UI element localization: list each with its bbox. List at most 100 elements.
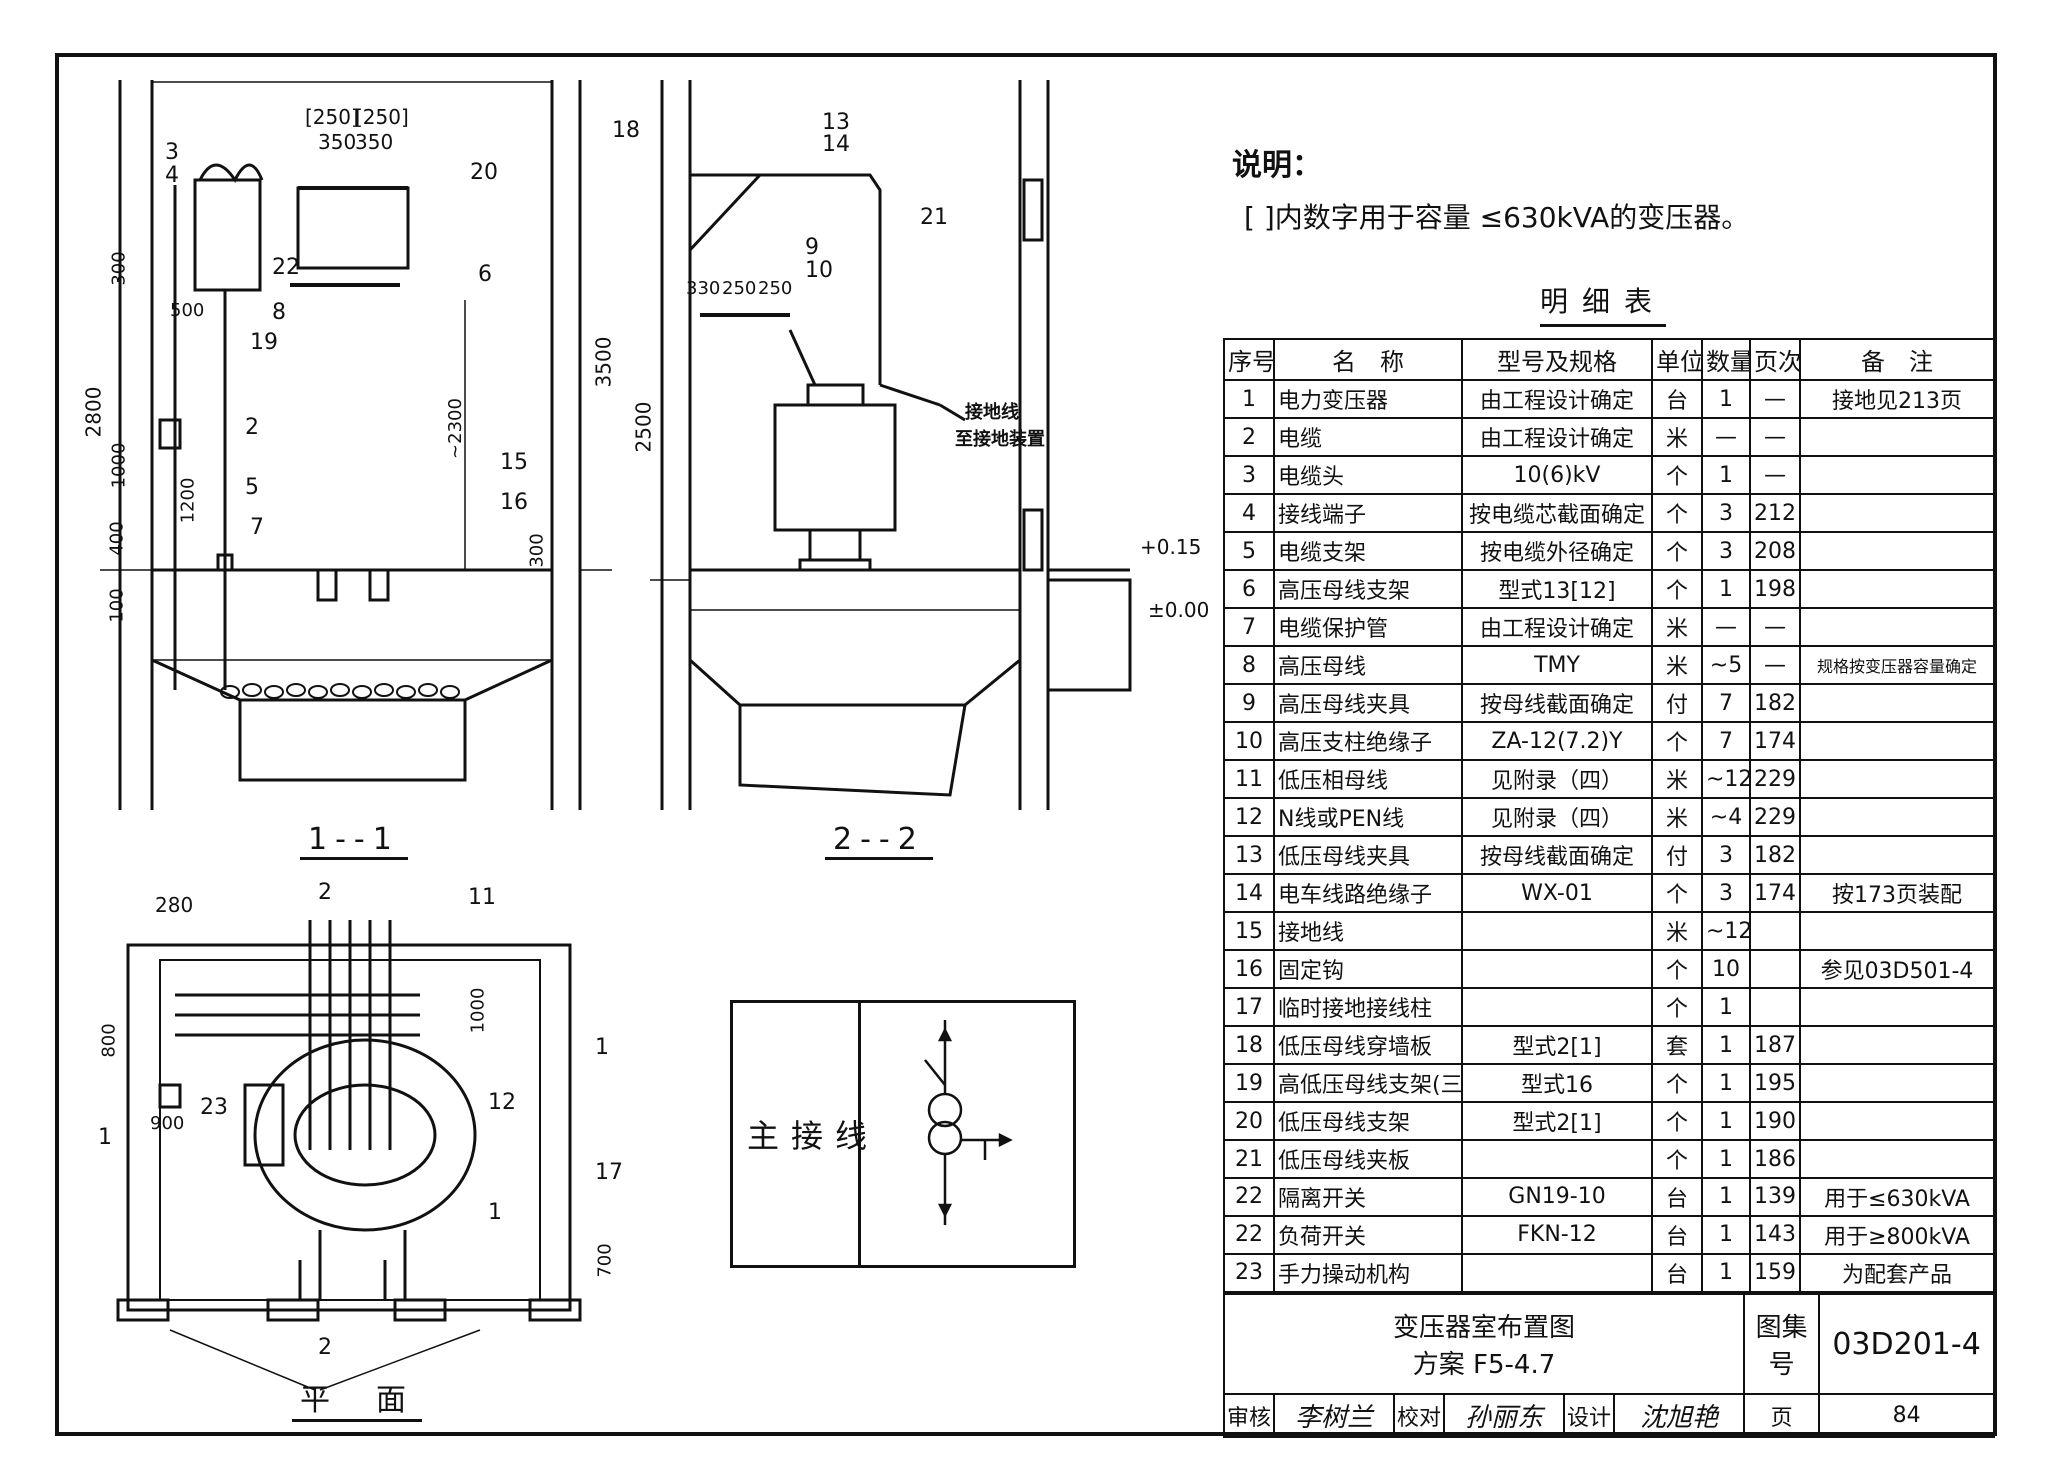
cell: 负荷开关 <box>1273 1214 1463 1255</box>
cell: N线或PEN线 <box>1273 797 1463 838</box>
cell: 3 <box>1223 455 1275 496</box>
cell: 187 <box>1749 1025 1801 1066</box>
cell: 按母线截面确定 <box>1461 683 1653 724</box>
drawing-title: 变压器室布置图 <box>1393 1313 1576 1343</box>
cell: 台 <box>1651 1252 1703 1294</box>
cell: 个 <box>1651 493 1703 534</box>
cell: 套 <box>1651 1025 1703 1066</box>
callout-5: 5 <box>245 475 259 500</box>
cell: 15 <box>1223 911 1275 952</box>
cell <box>1749 949 1801 990</box>
cell <box>1799 607 1995 648</box>
cell: 由工程设计确定 <box>1461 379 1653 420</box>
cell: 1 <box>1701 1101 1751 1142</box>
dim-1200: 1200 <box>177 477 199 524</box>
notes-block: 说明： [ ]内数字用于容量 ≤630kVA的变压器。 <box>1232 140 1749 236</box>
callout-23: 23 <box>200 1095 228 1120</box>
cell: 付 <box>1651 683 1703 724</box>
cell: 7 <box>1223 607 1275 648</box>
header-remark: 备 注 <box>1799 337 1995 382</box>
cell <box>1799 721 1995 762</box>
callout-6: 6 <box>478 262 492 287</box>
callout-18: 18 <box>612 118 640 143</box>
transformer-symbol <box>924 1020 1013 1225</box>
cell <box>1461 949 1653 990</box>
cell <box>1799 759 1995 800</box>
cell: 12 <box>1223 797 1275 838</box>
cell: 1 <box>1701 1177 1751 1217</box>
cell <box>1799 1025 1995 1066</box>
cell <box>1799 417 1995 458</box>
section-2-2-title: 2--2 <box>825 822 933 860</box>
cell: 电缆保护管 <box>1273 607 1463 648</box>
callout-11: 11 <box>468 885 496 910</box>
cell: 20 <box>1223 1101 1275 1142</box>
section-mark-top: 2 <box>318 880 332 905</box>
checker-signature: 孙丽东 <box>1443 1393 1565 1438</box>
cell: 14 <box>1223 873 1275 914</box>
dim-700: 700 <box>594 1243 616 1278</box>
cell: 7 <box>1701 683 1751 724</box>
callout-14: 14 <box>822 132 850 157</box>
cell <box>1461 1252 1653 1294</box>
drawing-frame <box>55 53 1997 1436</box>
cell: 1 <box>1223 379 1275 420</box>
cell: 接地线 <box>1273 911 1463 952</box>
dim-2800: 2800 <box>81 386 106 438</box>
dim-300-b: 300 <box>526 533 548 568</box>
cell: 11 <box>1223 759 1275 800</box>
dim-900: 900 <box>150 1113 185 1134</box>
cell: 18 <box>1223 1025 1275 1066</box>
cell: WX-01 <box>1461 873 1653 914</box>
section-mark-left: 1 <box>98 1125 112 1150</box>
cell: 个 <box>1651 455 1703 496</box>
page-number: 84 <box>1818 1393 1996 1438</box>
cell: 8 <box>1223 645 1275 686</box>
callout-10: 10 <box>805 258 833 283</box>
cell: 9 <box>1223 683 1275 724</box>
callout-17: 17 <box>595 1160 623 1185</box>
cell <box>1461 911 1653 952</box>
main-wiring-divider <box>858 1003 861 1265</box>
cell: 电车线路绝缘子 <box>1273 873 1463 914</box>
cell: 139 <box>1749 1177 1801 1217</box>
cell: 低压母线支架 <box>1273 1101 1463 1142</box>
cell: 由工程设计确定 <box>1461 607 1653 648</box>
cell <box>1799 911 1995 952</box>
callout-8: 8 <box>272 300 286 325</box>
main-wiring-box: 主接线 <box>730 1000 1076 1268</box>
cell: — <box>1749 455 1801 496</box>
cell: 电力变压器 <box>1273 379 1463 420</box>
dim-2500: 2500 <box>631 401 656 453</box>
cell: 低压母线夹板 <box>1273 1139 1463 1179</box>
dim-1000-b: 1000 <box>467 987 489 1034</box>
cell: 3 <box>1701 493 1751 534</box>
callout-7: 7 <box>250 515 264 540</box>
atlas-label: 图集号 <box>1743 1293 1821 1395</box>
cell: 21 <box>1223 1139 1275 1179</box>
section-mark-bottom: 2 <box>318 1335 332 1360</box>
cell <box>1799 493 1995 534</box>
cell: 按电缆外径确定 <box>1461 531 1653 572</box>
cell: 高低压母线支架(三) <box>1273 1063 1463 1104</box>
cell: 195 <box>1749 1063 1801 1104</box>
cell: 1 <box>1701 455 1751 496</box>
cell: 规格按变压器容量确定 <box>1799 645 1995 686</box>
dim-3500: 3500 <box>591 336 616 388</box>
cell: 16 <box>1223 949 1275 990</box>
cell: 182 <box>1749 835 1801 876</box>
cell: 1 <box>1701 1139 1751 1179</box>
callout-16: 16 <box>500 490 528 515</box>
callout-19: 19 <box>250 330 278 355</box>
cell: 隔离开关 <box>1273 1177 1463 1217</box>
cell: 229 <box>1749 759 1801 800</box>
cell: 米 <box>1651 607 1703 648</box>
cell: 6 <box>1223 569 1275 610</box>
title-block: 变压器室布置图 方案 F5-4.7 图集号 03D201-4 审核 李树兰 校对… <box>1222 1293 1996 1438</box>
